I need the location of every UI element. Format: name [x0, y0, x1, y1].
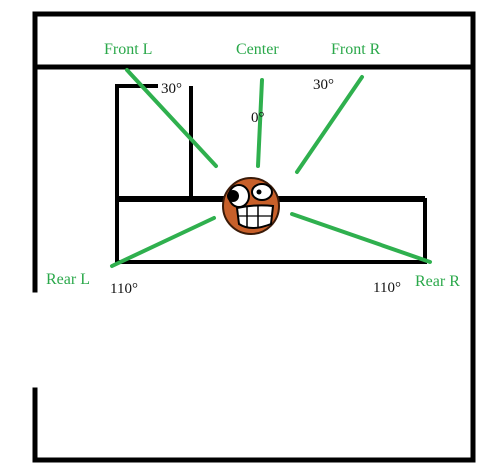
- smiling-face-icon: [222, 177, 280, 235]
- center-angle: 0°: [251, 110, 265, 126]
- front-right-label: Front R: [331, 41, 381, 58]
- sofa-back: [115, 84, 158, 200]
- front-left-angle: 30°: [161, 81, 182, 97]
- center-line: [256, 78, 264, 168]
- front-right-angle: 30°: [313, 77, 334, 93]
- center-label: Center: [236, 41, 279, 58]
- front-left-label: Front L: [104, 41, 152, 58]
- front-left-line: [125, 68, 218, 168]
- face-mouth: [235, 204, 275, 229]
- rear-right-angle: 110°: [373, 280, 401, 296]
- front-right-line: [295, 75, 364, 174]
- rear-left-line: [110, 216, 216, 268]
- furniture-outline: [115, 84, 427, 264]
- face-right-pupil: [256, 189, 262, 195]
- face-left-pupil: [227, 190, 239, 202]
- face-right-eye: [251, 183, 273, 201]
- speaker-lines: [110, 68, 432, 268]
- rear-left-angle: 110°: [110, 281, 138, 297]
- room-walls: [32, 11, 476, 463]
- rear-right-line: [290, 212, 432, 264]
- rear-right-label: Rear R: [415, 273, 460, 290]
- rear-left-label: Rear L: [46, 271, 90, 288]
